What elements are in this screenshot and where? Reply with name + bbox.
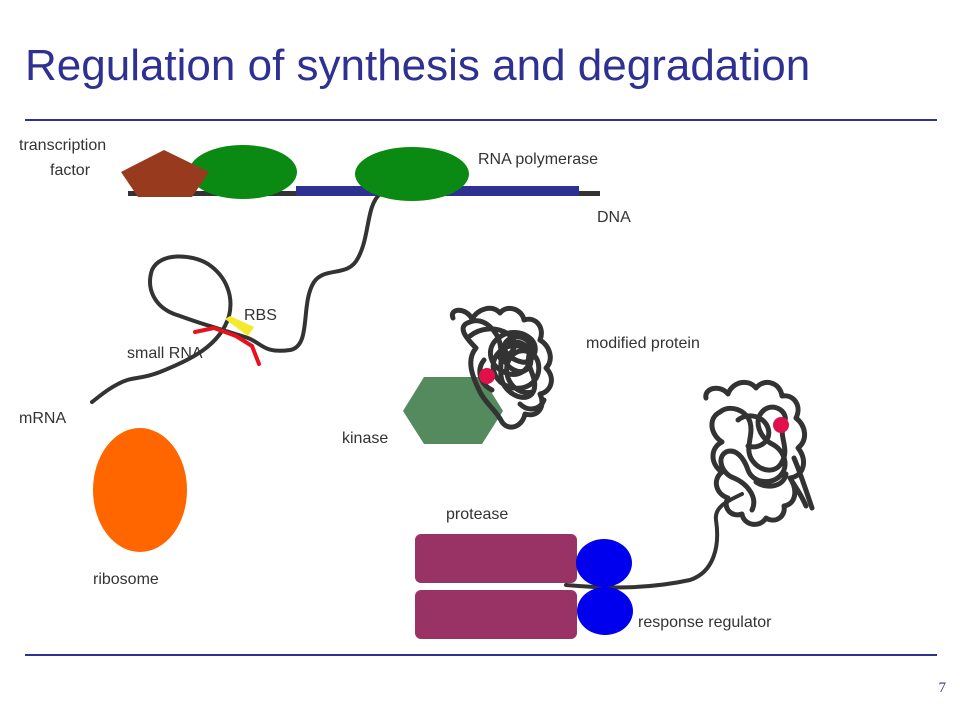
transcription-factor — [121, 150, 209, 197]
phosphate-group — [479, 368, 495, 384]
label-mrna: mRNA — [19, 410, 66, 427]
label-transcription-factor-line2: factor — [50, 162, 91, 179]
rna-polymerase-promoter — [189, 145, 297, 199]
modified-protein — [449, 305, 554, 430]
response-regulator-fold — [703, 379, 815, 527]
protease-subunit-top — [415, 534, 577, 583]
ribosome — [93, 428, 187, 552]
response-regulator-top — [576, 539, 632, 587]
kinase — [403, 377, 503, 444]
title-divider — [25, 119, 937, 121]
protease-subunit-bottom — [415, 590, 577, 639]
label-rbs: RBS — [244, 307, 277, 324]
label-protease: protease — [446, 506, 508, 523]
label-kinase: kinase — [342, 430, 388, 447]
response-regulator-chain — [564, 492, 744, 590]
label-transcription-factor-line1: transcription — [19, 137, 106, 154]
label-ribosome: ribosome — [93, 571, 159, 588]
small-rna — [193, 326, 261, 366]
label-response-regulator: response regulator — [638, 614, 772, 631]
page-number: 7 — [938, 680, 947, 696]
response-regulator-phosphate — [773, 417, 789, 433]
label-small-rna: small RNA — [127, 345, 203, 362]
label-dna: DNA — [597, 209, 631, 226]
rna-polymerase-elongating — [355, 147, 469, 201]
footer-divider — [25, 654, 937, 656]
response-regulator-bottom — [577, 587, 633, 635]
mrna-strand — [90, 192, 382, 404]
slide-title: Regulation of synthesis and degradation — [25, 41, 811, 90]
rbs-site — [225, 316, 254, 336]
label-rna-polymerase: RNA polymerase — [478, 151, 598, 168]
label-modified-protein: modified protein — [586, 335, 700, 352]
